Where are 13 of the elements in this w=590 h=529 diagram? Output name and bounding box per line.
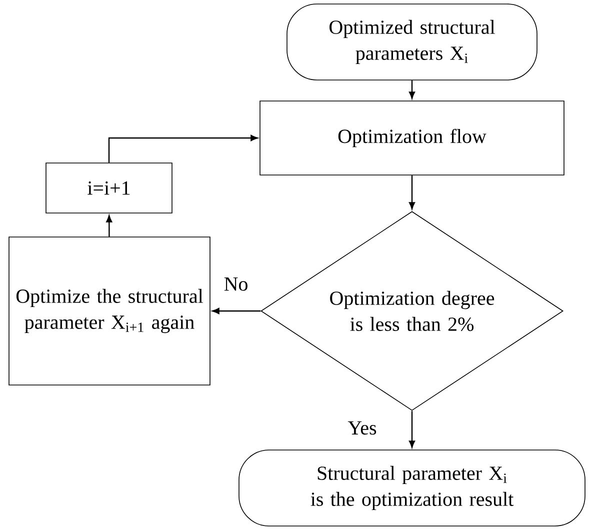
terminal-box: Optimized structural parameters X$_{i}$ [286, 4, 538, 80]
terminal-box: Structural parameter X$_{i}$ is the optimization result [238, 450, 586, 526]
process-box: i=i+1 [46, 162, 172, 214]
process-box: Optimization flow [260, 100, 564, 176]
edge-label: No [224, 278, 248, 291]
arrow [106, 215, 112, 237]
process-box: Optimize the structural parameter X$_{i+1}$ again [8, 236, 210, 386]
edge-label: Yes [348, 421, 376, 435]
arrow [212, 308, 261, 314]
arrow [408, 410, 416, 448]
arrow [408, 80, 416, 99]
arrow [108, 134, 258, 163]
arrow [408, 175, 416, 210]
